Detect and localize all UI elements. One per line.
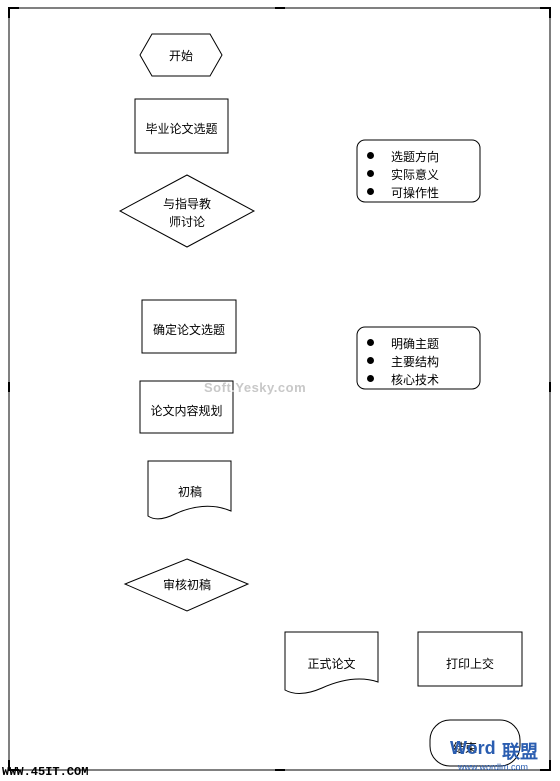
print-submit-label: 打印上交 bbox=[445, 657, 494, 671]
end-label: 结束 bbox=[452, 741, 477, 755]
confirm-topic-label: 确定论文选题 bbox=[152, 323, 225, 337]
bullet-icon bbox=[367, 339, 374, 346]
brand-word: Word bbox=[450, 738, 496, 758]
callout-2-item: 主要结构 bbox=[391, 355, 440, 369]
bullet-icon bbox=[367, 375, 374, 382]
content-plan-box[interactable] bbox=[139, 380, 234, 434]
discuss-label-line1: 与指导教 bbox=[162, 197, 211, 211]
callout-box-2[interactable] bbox=[356, 326, 481, 390]
select-topic-label: 毕业论文选题 bbox=[145, 122, 218, 136]
crop-marks bbox=[8, 7, 551, 771]
formal-paper-document[interactable] bbox=[284, 631, 379, 694]
select-topic-box[interactable] bbox=[134, 98, 229, 154]
center-watermark: Soft.Yesky.com bbox=[204, 380, 307, 395]
bullet-icon bbox=[367, 170, 374, 177]
bullet-icon bbox=[367, 357, 374, 364]
brand-cn: 联盟 bbox=[502, 742, 538, 762]
formal-paper-label: 正式论文 bbox=[307, 657, 356, 671]
confirm-topic-box[interactable] bbox=[141, 299, 237, 354]
start-label: 开始 bbox=[168, 49, 193, 63]
end-terminator[interactable] bbox=[429, 719, 521, 767]
first-draft-document[interactable] bbox=[147, 460, 232, 520]
site-watermark: WWW.45IT.COM bbox=[2, 765, 89, 779]
callout-2-item: 明确主题 bbox=[391, 337, 440, 351]
review-draft-label: 审核初稿 bbox=[162, 578, 211, 592]
bullet-icon bbox=[367, 188, 374, 195]
callout-1-item: 实际意义 bbox=[391, 168, 440, 182]
brand-watermark: Word 联盟 www.wordlm.com bbox=[450, 738, 555, 778]
callout-box-1[interactable] bbox=[356, 139, 481, 203]
callout-1-item: 可操作性 bbox=[391, 186, 440, 200]
brand-url: www.wordlm.com bbox=[458, 762, 529, 772]
discuss-label-line2: 师讨论 bbox=[168, 215, 205, 229]
discuss-diamond[interactable] bbox=[118, 174, 256, 248]
bullet-icon bbox=[367, 152, 374, 159]
callout-1-item: 选题方向 bbox=[391, 150, 440, 164]
review-diamond[interactable] bbox=[123, 558, 250, 612]
content-plan-label: 论文内容规划 bbox=[150, 404, 223, 418]
print-submit-box[interactable] bbox=[417, 631, 523, 687]
start-shape[interactable] bbox=[139, 33, 223, 77]
first-draft-label: 初稿 bbox=[177, 485, 202, 499]
callout-2-item: 核心技术 bbox=[391, 373, 440, 387]
